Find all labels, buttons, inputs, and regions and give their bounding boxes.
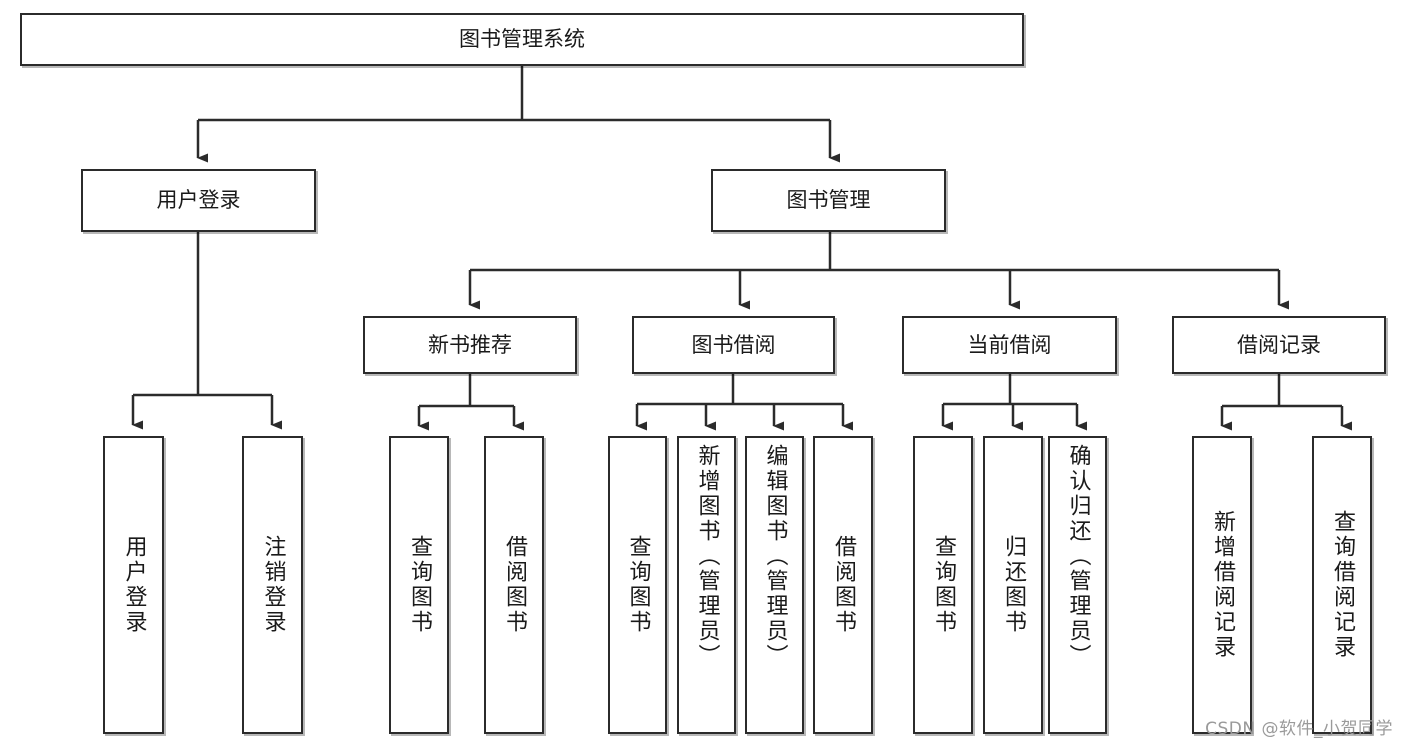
leaf-query-book-3-label: 查询图书 <box>931 535 956 635</box>
node-new-book-recommend-label: 新书推荐 <box>428 332 512 357</box>
leaf-add-record[interactable]: 新增借阅记录 <box>1192 436 1252 734</box>
leaf-return-book-label: 归还图书 <box>1001 535 1026 635</box>
leaf-query-book-2-label: 查询图书 <box>625 535 651 635</box>
leaf-confirm-return[interactable]: 确认归还（管理员） <box>1048 436 1107 734</box>
leaf-edit-book[interactable]: 编辑图书（管理员） <box>745 436 804 734</box>
node-book-borrow-label: 图书借阅 <box>691 332 776 357</box>
node-root[interactable]: 图书管理系统 <box>20 13 1024 66</box>
leaf-query-book-2[interactable]: 查询图书 <box>608 436 667 734</box>
node-borrow-record[interactable]: 借阅记录 <box>1172 316 1386 374</box>
leaf-query-record-label: 查询借阅记录 <box>1330 510 1355 660</box>
leaf-query-book-1[interactable]: 查询图书 <box>389 436 449 734</box>
leaf-add-record-label: 新增借阅记录 <box>1210 510 1235 660</box>
leaf-query-book-3[interactable]: 查询图书 <box>913 436 973 734</box>
leaf-logout-login[interactable]: 注销登录 <box>242 436 303 734</box>
leaf-edit-book-label: 编辑图书（管理员） <box>762 444 788 669</box>
node-user-login-label: 用户登录 <box>156 188 241 213</box>
leaf-user-login[interactable]: 用户登录 <box>103 436 164 734</box>
watermark: CSDN @软件_小贺同学 <box>1205 719 1393 739</box>
node-book-borrow[interactable]: 图书借阅 <box>632 316 835 374</box>
leaf-return-book[interactable]: 归还图书 <box>983 436 1043 734</box>
leaf-borrow-book-2-label: 借阅图书 <box>831 535 856 635</box>
leaf-borrow-book-1[interactable]: 借阅图书 <box>484 436 544 734</box>
leaf-confirm-return-label: 确认归还（管理员） <box>1065 444 1091 669</box>
leaf-logout-login-label: 注销登录 <box>260 535 286 635</box>
node-borrow-record-label: 借阅记录 <box>1237 332 1321 357</box>
node-current-borrow-label: 当前借阅 <box>967 332 1052 357</box>
leaf-add-book-label: 新增图书（管理员） <box>694 444 720 669</box>
leaf-query-book-1-label: 查询图书 <box>407 535 432 635</box>
leaf-borrow-book-2[interactable]: 借阅图书 <box>813 436 873 734</box>
node-book-manage-label: 图书管理 <box>786 188 871 213</box>
node-root-label: 图书管理系统 <box>459 27 585 52</box>
node-user-login[interactable]: 用户登录 <box>81 169 316 232</box>
leaf-borrow-book-1-label: 借阅图书 <box>502 535 527 635</box>
leaf-query-record[interactable]: 查询借阅记录 <box>1312 436 1372 734</box>
node-new-book-recommend[interactable]: 新书推荐 <box>363 316 577 374</box>
leaf-user-login-label: 用户登录 <box>121 535 147 635</box>
node-book-manage[interactable]: 图书管理 <box>711 169 946 232</box>
leaf-add-book[interactable]: 新增图书（管理员） <box>677 436 736 734</box>
node-current-borrow[interactable]: 当前借阅 <box>902 316 1117 374</box>
